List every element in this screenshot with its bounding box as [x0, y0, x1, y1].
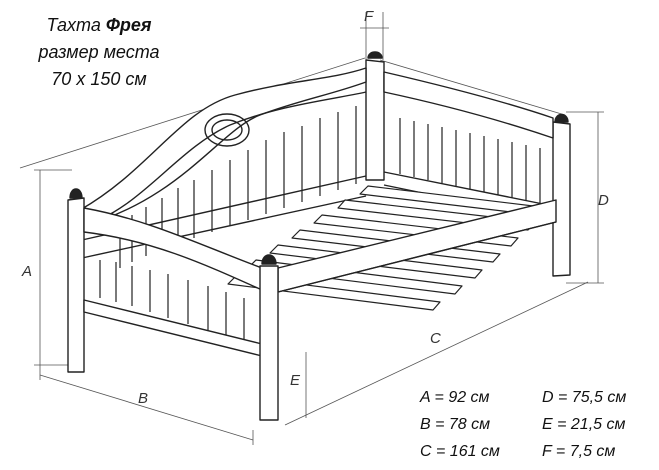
- back-left-post: [365, 51, 385, 181]
- dimension-d: D = 75,5 см: [542, 389, 627, 406]
- dimension-row: B = 78 см E = 21,5 см: [420, 411, 626, 438]
- dimension-a: A = 92 см: [420, 389, 490, 406]
- dimension-b: B = 78 см: [420, 416, 491, 433]
- dimension-lines: [19, 12, 604, 445]
- label-f: F: [364, 8, 374, 25]
- front-right-post: [259, 254, 279, 421]
- title-line1: Тахта Фрея: [14, 12, 184, 39]
- title-prefix: Тахта: [46, 15, 101, 35]
- title-line2: размер места: [38, 42, 160, 62]
- dimension-c: C = 161 см: [420, 443, 500, 460]
- front-left-post: [67, 188, 85, 373]
- label-b: B: [138, 390, 149, 407]
- product-name: Фрея: [105, 15, 152, 35]
- dimension-row: C = 161 см F = 7,5 см: [420, 438, 626, 465]
- dimensions-table: A = 92 см D = 75,5 см B = 78 см E = 21,5…: [420, 384, 626, 465]
- label-a: A: [22, 263, 33, 280]
- title-line3: 70 х 150 см: [51, 69, 147, 89]
- dimension-f: F = 7,5 см: [542, 443, 616, 460]
- back-right-post: [552, 113, 571, 277]
- title-block: Тахта Фрея размер места 70 х 150 см: [14, 12, 184, 93]
- dimension-e: E = 21,5 см: [542, 416, 626, 433]
- label-c: C: [430, 330, 441, 347]
- label-d: D: [598, 192, 609, 209]
- dimension-row: A = 92 см D = 75,5 см: [420, 384, 626, 411]
- label-e: E: [290, 372, 301, 389]
